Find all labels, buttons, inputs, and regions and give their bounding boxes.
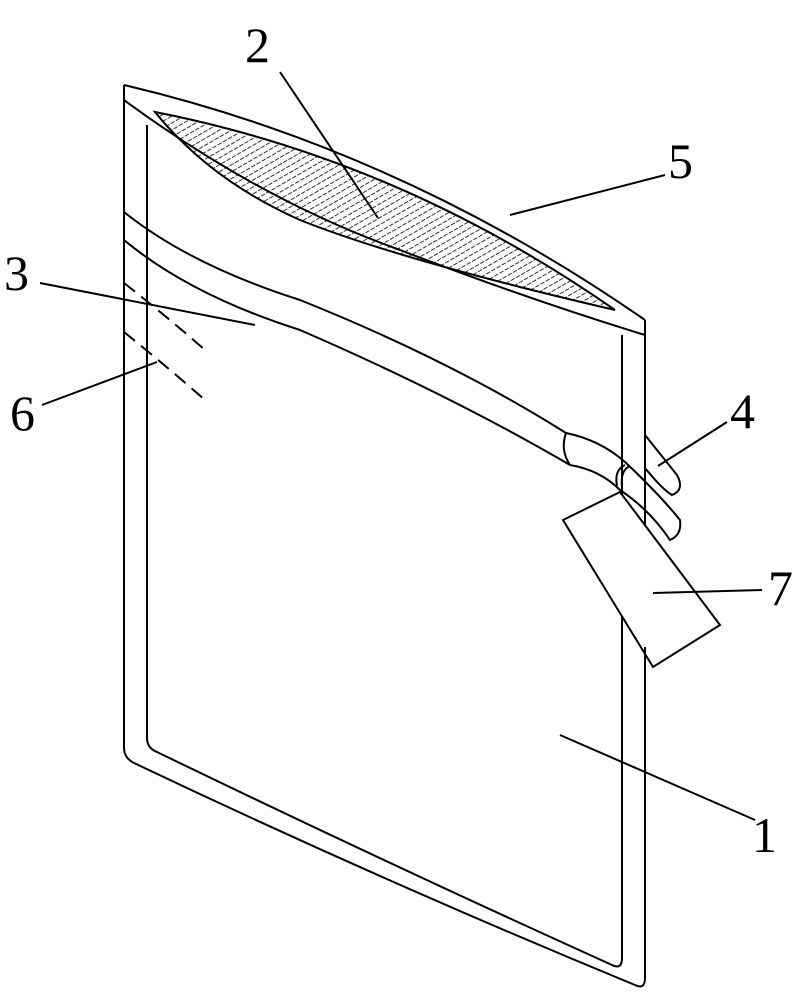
label-6: 6: [10, 385, 35, 441]
tear-line-lower: [123, 331, 206, 401]
bag-outer-outline: [123, 85, 646, 988]
tube-outlet: [644, 434, 682, 497]
sealing-strip-upper: [123, 211, 567, 434]
bag-inner-outline: [146, 125, 623, 968]
label-2: 2: [245, 17, 270, 73]
label-4: 4: [730, 383, 755, 439]
sealing-strip-lower: [123, 239, 571, 466]
tube-end-cap: [562, 432, 571, 466]
tube-ring: [615, 464, 631, 489]
opening-top-edge: [123, 84, 646, 321]
leader-6: [41, 361, 158, 406]
leader-4: [657, 421, 728, 467]
leader-1: [559, 734, 756, 821]
label-1: 1: [752, 807, 777, 863]
tag: [561, 490, 722, 669]
leader-3: [39, 282, 256, 326]
label-5: 5: [668, 133, 693, 189]
label-7: 7: [768, 560, 793, 616]
leader-7: [652, 589, 763, 594]
leader-2: [279, 71, 379, 219]
tube-body: [565, 432, 682, 542]
label-3: 3: [4, 245, 29, 301]
filter-layer: [152, 110, 616, 311]
leader-5: [509, 174, 666, 216]
tear-line-upper: [123, 282, 206, 351]
